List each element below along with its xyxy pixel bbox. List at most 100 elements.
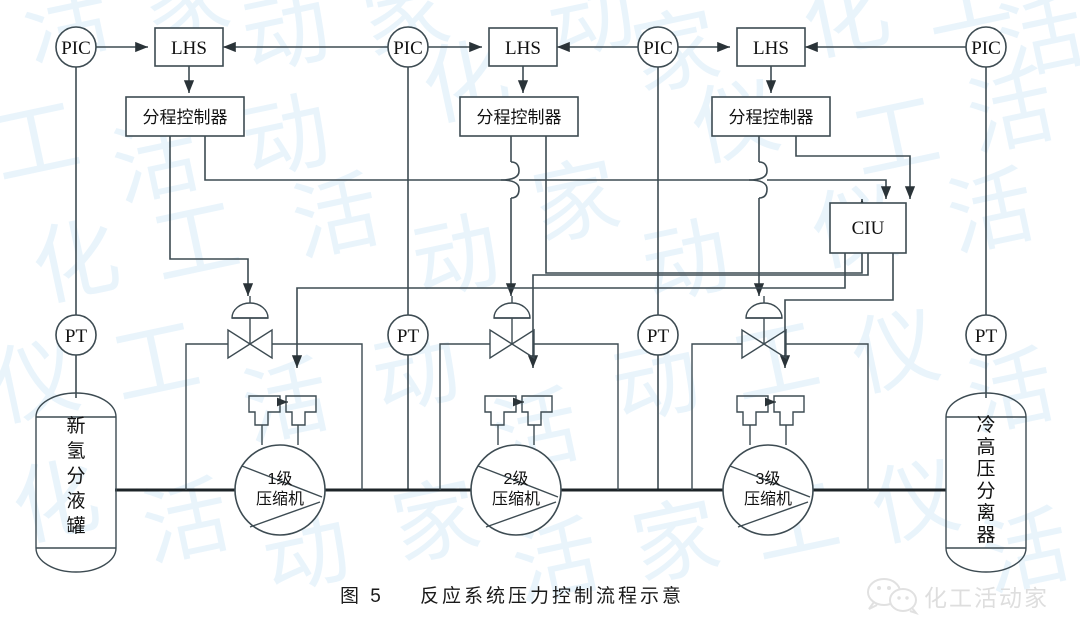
recycle-loop-1-right [272, 343, 363, 490]
vessel-right-line3: 压 [976, 459, 995, 480]
svg-text:动: 动 [234, 82, 338, 194]
lhs-2-label: LHS [505, 38, 541, 59]
compressor-2-line2: 压缩机 [492, 490, 540, 508]
pt-2[interactable]: PT [387, 314, 429, 356]
lhs-3-label: LHS [753, 38, 789, 59]
brand-watermark-label: 化工活动家 [924, 585, 1049, 611]
svg-text:工: 工 [844, 82, 948, 194]
svg-text:仪: 仪 [844, 297, 948, 409]
compressor-3-line1: 3级 [756, 470, 781, 488]
svg-text:动: 动 [634, 207, 738, 319]
pt-2-label: PT [397, 326, 420, 347]
compressor-3-line2: 压缩机 [744, 490, 792, 508]
ciu-out-stage2 [527, 253, 869, 368]
src-3-label: 分程控制器 [729, 108, 814, 127]
svg-text:动: 动 [404, 202, 508, 314]
vessel-left-line5: 罐 [66, 515, 85, 537]
vessel-left-line2: 氢 [66, 440, 85, 462]
pic-1[interactable]: PIC [55, 26, 97, 68]
figure-caption-number: 图 5 [340, 586, 384, 607]
vessel-new-hydrogen-separator[interactable]: 新 氢 分 液 罐 [35, 392, 117, 573]
pic-1-label: PIC [61, 38, 91, 59]
src-1-label: 分程控制器 [143, 108, 228, 127]
lhs-3[interactable]: LHS [736, 27, 806, 67]
wechat-icon [867, 578, 919, 616]
control-valve-2[interactable] [489, 296, 535, 360]
src1-to-valve1 [169, 136, 254, 296]
split-range-controller-3[interactable]: 分程控制器 [711, 96, 831, 137]
pic-2[interactable]: PIC [387, 26, 429, 68]
nozzle-block-stage-3 [736, 395, 805, 445]
compressor-stage-1[interactable]: 1级 压缩机 [234, 444, 326, 536]
bus-jump-1 [500, 161, 520, 181]
pic-3[interactable]: PIC [637, 26, 679, 68]
vessel-right-line1: 冷 [976, 414, 995, 436]
compressor-1-line1: 1级 [268, 470, 293, 488]
svg-text:家: 家 [524, 147, 628, 259]
watermark-layer: 活 家 动 家 工 活 动 化 动 家 化 工 活 工 活 仪 仪 活 化 工 … [0, 0, 1080, 619]
nozzle-block-stage-2 [484, 395, 553, 445]
lhs-1[interactable]: LHS [154, 27, 224, 67]
bus-jump-2 [748, 161, 768, 181]
pt-3-label: PT [647, 326, 670, 347]
svg-text:动: 动 [234, 0, 338, 89]
control-valve-3[interactable] [741, 296, 787, 360]
src-2-label: 分程控制器 [477, 108, 562, 127]
ciu-out-stage1 [291, 253, 846, 368]
svg-text:化: 化 [4, 447, 108, 559]
pt-1-label: PT [65, 326, 88, 347]
recycle-loop-1-left [185, 343, 228, 490]
split-range-controller-2[interactable]: 分程控制器 [459, 96, 579, 137]
pic-3-label: PIC [643, 38, 673, 59]
vessel-right-line6: 器 [976, 525, 995, 546]
nozzle-block-stage-1 [248, 395, 317, 445]
pic-2-label: PIC [393, 38, 423, 59]
pt-4[interactable]: PT [965, 314, 1007, 356]
svg-text:活: 活 [959, 57, 1063, 169]
lhs-1-label: LHS [171, 38, 207, 59]
compressor-stage-2[interactable]: 2级 压缩机 [470, 444, 562, 536]
vessel-cold-hp-separator[interactable]: 冷 高 压 分 离 器 [945, 392, 1027, 573]
figure-caption-text: 反应系统压力控制流程示意 [420, 585, 684, 607]
src1-bus-right-a [204, 136, 501, 181]
brand-watermark: 化工活动家 [867, 578, 1049, 616]
compressor-stage-3[interactable]: 3级 压缩机 [722, 444, 814, 536]
bus-jump-2b [748, 179, 768, 199]
compressor-1-line2: 压缩机 [256, 490, 304, 508]
vessel-right-line4: 分 [976, 480, 995, 502]
valve-2-actuator-dome [493, 302, 531, 319]
split-range-controller-1[interactable]: 分程控制器 [125, 96, 245, 137]
vessel-right-line2: 高 [976, 436, 995, 458]
lhs-2[interactable]: LHS [488, 27, 558, 67]
ciu-out-stage3 [779, 253, 894, 368]
src3-bus-to-ciu [795, 136, 916, 199]
recycle-loop-3-right [786, 343, 869, 490]
pic-4-label: PIC [971, 38, 1001, 59]
pic-4[interactable]: PIC [965, 26, 1007, 68]
ciu-label: CIU [852, 218, 885, 239]
ciu-box[interactable]: CIU [829, 202, 907, 254]
vessel-left-line3: 分 [66, 465, 85, 487]
valve-1-actuator-dome [231, 302, 269, 319]
pt-4-label: PT [975, 326, 998, 347]
vessel-left-line4: 液 [66, 490, 85, 512]
compressor-2-line1: 2级 [504, 470, 529, 488]
src1-bus-to-ciu [767, 179, 892, 199]
pt-3[interactable]: PT [637, 314, 679, 356]
svg-text:工: 工 [144, 187, 248, 299]
svg-text:活: 活 [939, 157, 1043, 269]
control-valve-1[interactable] [227, 296, 273, 360]
recycle-loop-2-right [534, 343, 619, 490]
svg-text:工: 工 [724, 307, 828, 419]
valve-3-actuator-dome [745, 302, 783, 319]
recycle-loop-3-left [691, 343, 742, 490]
vessel-right-line5: 离 [976, 502, 995, 524]
svg-text:工: 工 [104, 307, 208, 419]
svg-text:仪: 仪 [864, 447, 968, 559]
pt-1[interactable]: PT [55, 314, 97, 356]
vessel-left-line1: 新 [66, 415, 85, 437]
bus-jump-1b [500, 179, 520, 199]
svg-text:家: 家 [624, 487, 728, 599]
